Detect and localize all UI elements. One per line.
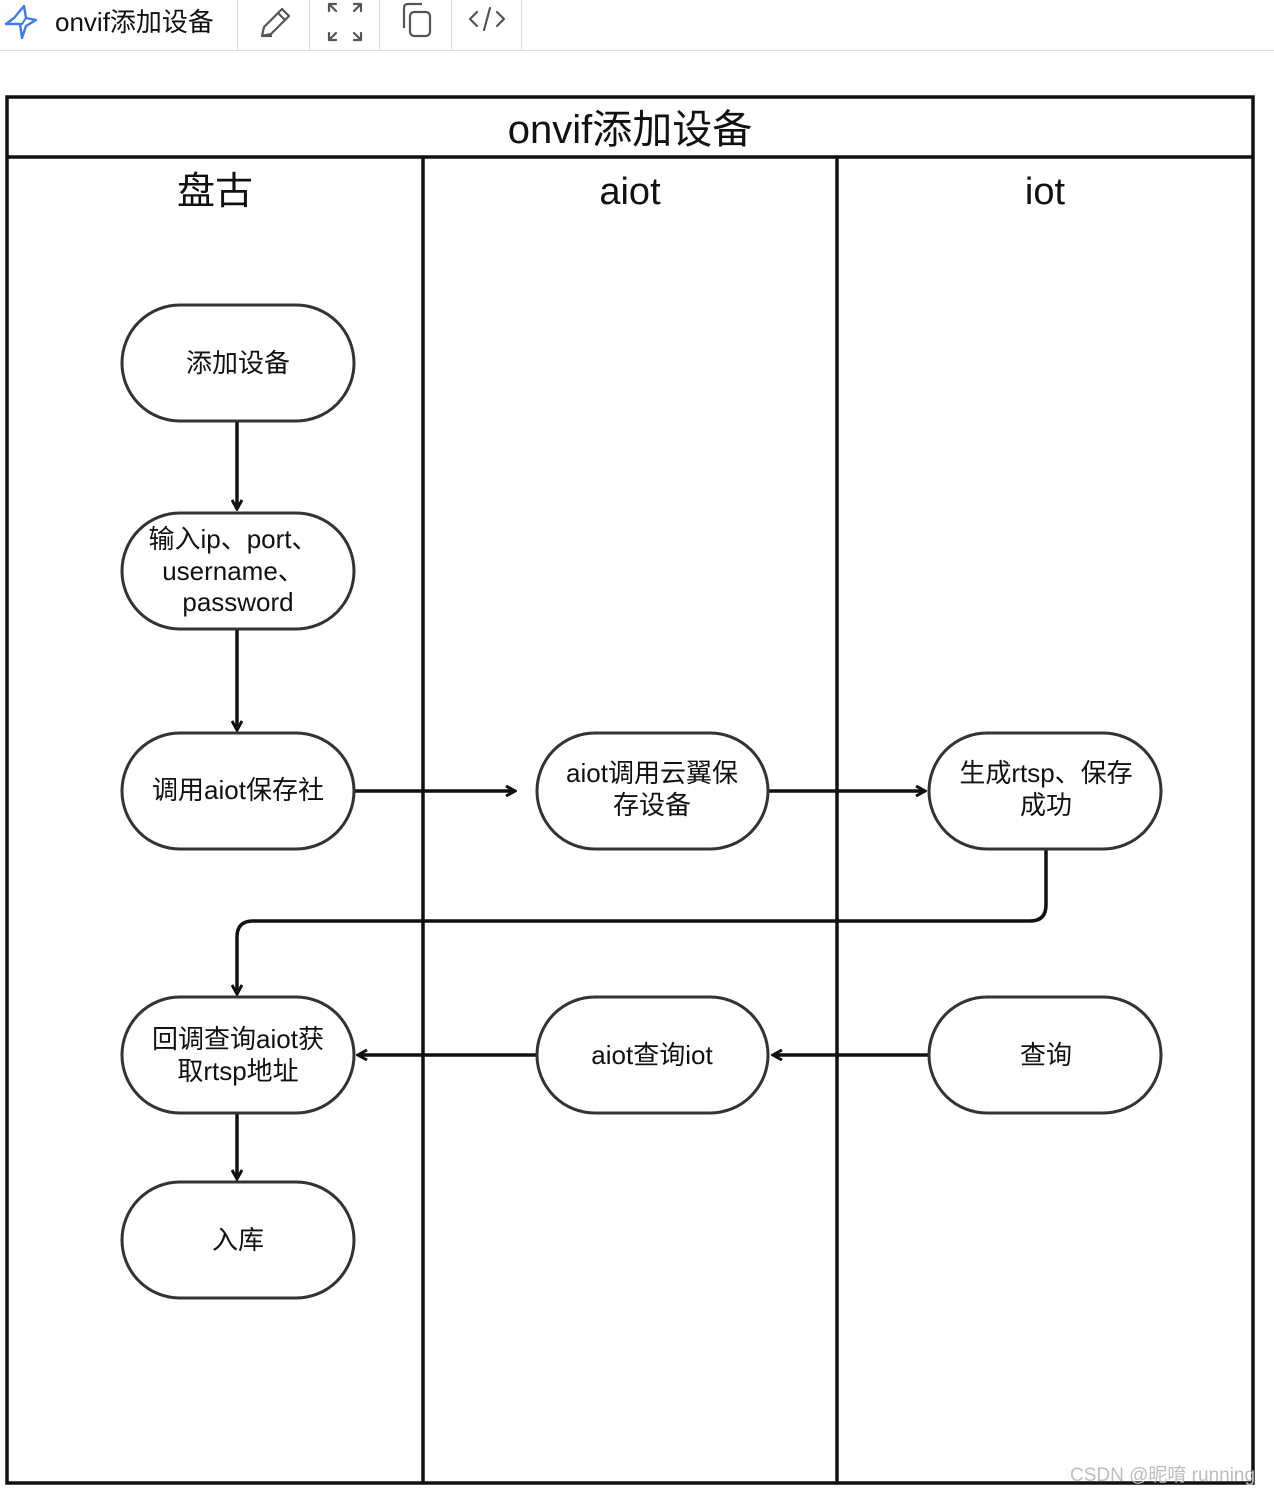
pool-title: onvif添加设备 (508, 108, 753, 152)
edge-iot-to-callback (237, 849, 1048, 994)
watermark: CSDN @昵唷 running (1070, 1465, 1256, 1486)
code-icon (468, 6, 505, 32)
toolbar-title-area: onvif添加设备 (0, 0, 238, 50)
expand-icon (327, 2, 362, 42)
lane-label-pangu: 盘古 (177, 171, 253, 213)
node-aiot-query-iot[interactable] (535, 995, 770, 1115)
pool-frame (5, 95, 1255, 1485)
node-label: 添加设备 (186, 348, 290, 378)
node-label: 生成rtsp、保存 (959, 758, 1132, 788)
node-query[interactable] (927, 995, 1163, 1115)
edit-button[interactable] (238, 0, 310, 50)
node-label: password (182, 587, 293, 617)
node-gen-rtsp[interactable] (927, 731, 1163, 851)
diagram-logo-icon (4, 4, 38, 40)
fullscreen-button[interactable] (310, 0, 380, 50)
pencil-icon (260, 7, 290, 38)
node-label: 输入ip、port、 (148, 524, 317, 554)
toolbar-title: onvif添加设备 (55, 7, 214, 37)
node-label: aiot查询iot (591, 1040, 713, 1070)
copy-icon (402, 2, 431, 38)
node-label: aiot调用云翼保 (566, 758, 738, 788)
node-store[interactable] (120, 1180, 356, 1300)
node-callback-query[interactable] (120, 995, 356, 1115)
node-label: 调用aiot保存社 (152, 775, 324, 805)
lane-label-iot: iot (1025, 171, 1066, 213)
node-label: username、 (162, 556, 304, 586)
node-label: 存设备 (613, 790, 691, 820)
node-call-aiot-save[interactable] (120, 731, 356, 851)
copy-button[interactable] (380, 0, 452, 50)
code-button[interactable] (452, 0, 522, 50)
node-label: 取rtsp地址 (177, 1056, 298, 1086)
node-input-params[interactable] (120, 511, 356, 631)
node-label: 入库 (212, 1225, 264, 1255)
node-label: 查询 (1020, 1040, 1072, 1070)
node-aiot-call-cloud[interactable] (535, 731, 770, 851)
node-add-device[interactable] (120, 303, 356, 423)
lane-label-aiot: aiot (599, 171, 661, 213)
toolbar: onvif添加设备 (0, 0, 1274, 51)
node-label: 回调查询aiot获 (152, 1024, 324, 1054)
node-label: 成功 (1020, 790, 1072, 820)
